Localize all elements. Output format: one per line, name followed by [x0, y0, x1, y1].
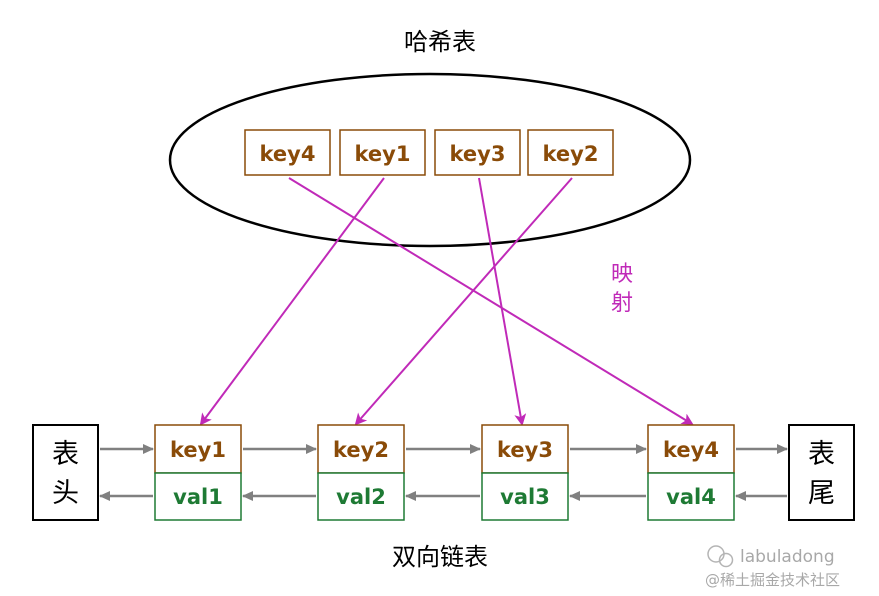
- hash-key-label: key4: [260, 142, 316, 166]
- list-tail-char: 表: [808, 439, 835, 470]
- hash-key-box: key4: [244, 129, 331, 176]
- linked-list-title: 双向链表: [392, 543, 488, 571]
- mapping-arrow-key1: [199, 177, 385, 426]
- node-val: val1: [173, 485, 223, 509]
- list-head-char: 表: [52, 439, 79, 470]
- wechat-icon: [707, 545, 734, 568]
- node-key: key2: [333, 438, 389, 462]
- list-node: key4 val4: [647, 424, 735, 521]
- list-tail-char: 尾: [808, 478, 835, 509]
- mapping-label-char: 射: [611, 291, 633, 316]
- mapping-arrow-key4: [288, 177, 694, 426]
- list-head-char: 头: [52, 478, 79, 509]
- hash-table-title: 哈希表: [404, 28, 476, 56]
- list-tail-box: 表 尾: [788, 424, 855, 521]
- list-node: key2 val2: [317, 424, 405, 521]
- list-head-box: 表 头: [32, 424, 99, 521]
- node-key: key4: [663, 438, 719, 462]
- node-val: val3: [500, 485, 550, 509]
- watermark-line1: labuladong: [740, 547, 835, 567]
- hash-key-label: key1: [355, 142, 411, 166]
- hash-key-label: key2: [543, 142, 599, 166]
- list-node: key3 val3: [481, 424, 569, 521]
- node-key: key1: [170, 438, 226, 462]
- hash-key-box: key2: [527, 129, 614, 176]
- hash-key-box: key3: [434, 129, 521, 176]
- watermark-line2: @稀土掘金技术社区: [705, 571, 840, 589]
- mapping-arrow-key3: [478, 177, 527, 426]
- hash-key-label: key3: [450, 142, 506, 166]
- hash-key-box: key1: [339, 129, 426, 176]
- mapping-label-char: 映: [611, 262, 633, 287]
- watermark: labuladong @稀土掘金技术社区: [705, 545, 840, 589]
- mapping-arrow-key2: [354, 177, 573, 426]
- list-node: key1 val1: [154, 424, 242, 521]
- node-val: val4: [666, 485, 716, 509]
- node-key: key3: [497, 438, 553, 462]
- node-val: val2: [336, 485, 386, 509]
- hash-table-ellipse: [168, 72, 692, 248]
